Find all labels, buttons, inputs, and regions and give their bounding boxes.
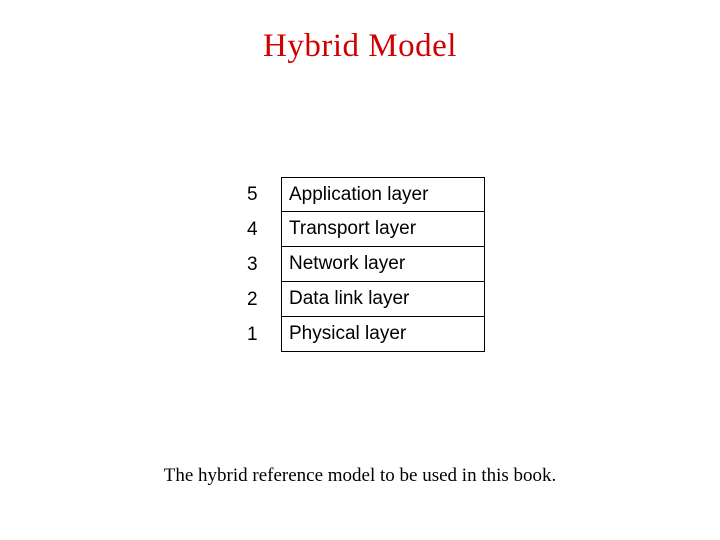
page-title: Hybrid Model xyxy=(263,28,457,64)
layer-row: 4 Transport layer xyxy=(239,212,485,247)
layer-label: Network layer xyxy=(281,247,485,282)
layer-row: 3 Network layer xyxy=(239,247,485,282)
layer-row: 2 Data link layer xyxy=(239,282,485,317)
layer-number: 2 xyxy=(247,288,258,310)
layer-row: 1 Physical layer xyxy=(239,317,485,352)
layer-stack-diagram: 5 Application layer 4 Transport layer 3 … xyxy=(239,177,485,352)
layer-number: 5 xyxy=(247,183,258,205)
layer-number: 4 xyxy=(247,218,258,240)
layer-label: Transport layer xyxy=(281,212,485,247)
layer-label: Physical layer xyxy=(281,317,485,352)
layer-label: Application layer xyxy=(281,177,485,212)
layer-number: 1 xyxy=(247,323,258,345)
layer-row: 5 Application layer xyxy=(239,177,485,212)
figure-caption: The hybrid reference model to be used in… xyxy=(163,465,557,486)
layer-number: 3 xyxy=(247,253,258,275)
layer-label: Data link layer xyxy=(281,282,485,317)
